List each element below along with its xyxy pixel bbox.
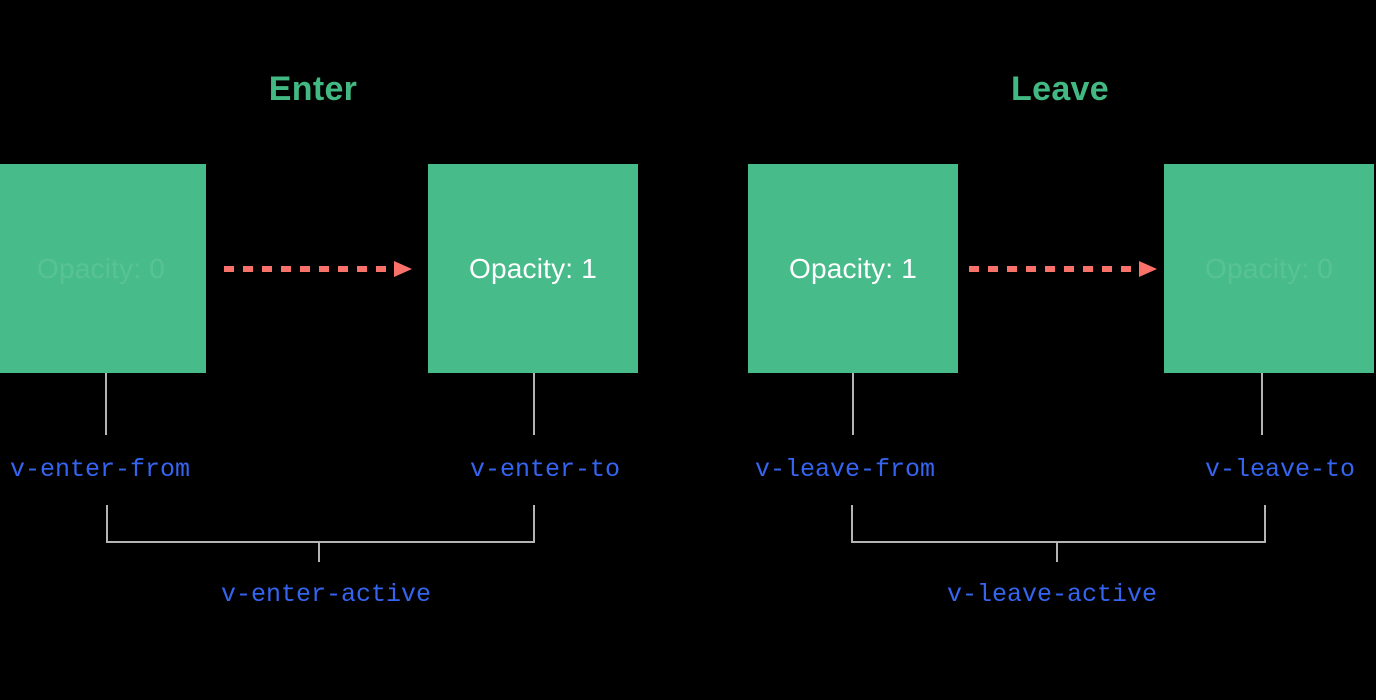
- enter-to-class-label: v-enter-to: [469, 455, 620, 484]
- enter-active-stem: [318, 541, 320, 562]
- enter-to-box-label: Opacity: 1: [468, 252, 598, 284]
- enter-section-title: Enter: [268, 70, 358, 108]
- enter-from-class-label: v-enter-from: [10, 455, 191, 484]
- enter-arrow-head-icon: [394, 261, 412, 277]
- leave-transition-arrow: [969, 261, 1157, 277]
- leave-to-box: Opacity: 0: [1164, 164, 1374, 373]
- leave-section-title: Leave: [1011, 70, 1109, 108]
- leave-to-box-label: Opacity: 0: [1204, 252, 1334, 284]
- enter-transition-arrow: [224, 261, 412, 277]
- leave-from-class-label: v-leave-from: [755, 455, 936, 484]
- enter-active-class-label: v-enter-active: [220, 580, 432, 609]
- enter-arrow-dashed-line: [224, 266, 394, 272]
- leave-arrow-dashed-line: [969, 266, 1139, 272]
- enter-from-box-label: Opacity: 0: [36, 252, 166, 284]
- leave-active-bracket: [851, 505, 1266, 543]
- enter-active-bracket: [106, 505, 535, 543]
- leave-from-box: Opacity: 1: [748, 164, 958, 373]
- leave-to-stem: [1261, 373, 1263, 435]
- leave-active-class-label: v-leave-active: [946, 580, 1158, 609]
- enter-from-box: Opacity: 0: [0, 164, 206, 373]
- leave-from-box-label: Opacity: 1: [788, 252, 918, 284]
- leave-from-stem: [852, 373, 854, 435]
- leave-to-class-label: v-leave-to: [1204, 455, 1355, 484]
- leave-arrow-head-icon: [1139, 261, 1157, 277]
- leave-active-stem: [1056, 541, 1058, 562]
- enter-to-stem: [533, 373, 535, 435]
- enter-from-stem: [105, 373, 107, 435]
- enter-to-box: Opacity: 1: [428, 164, 638, 373]
